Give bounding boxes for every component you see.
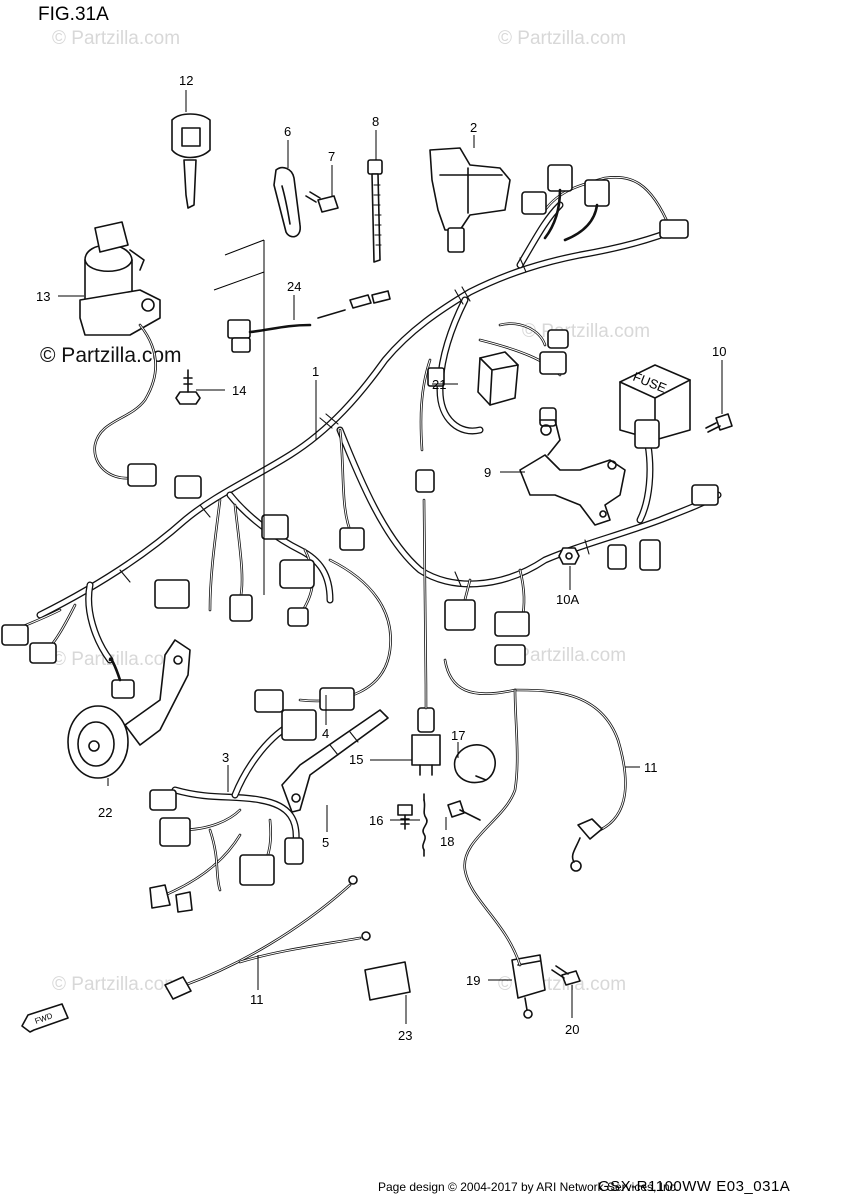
callout-11: 11 xyxy=(644,760,658,775)
connector-bracket xyxy=(281,709,389,813)
fuse-box: FUSE xyxy=(619,364,691,449)
callout-2: 2 xyxy=(470,120,477,135)
callout-22: 21 xyxy=(432,377,446,392)
watermark: © Partzilla.com xyxy=(52,974,180,995)
callout-4: 4 xyxy=(322,726,329,741)
callout-12: 11 xyxy=(250,992,264,1007)
callout-labels: 12 13 14 6 7 8 2 24 1 10 21 9 10A 11 3 4… xyxy=(36,73,726,1043)
callout-13: 12 xyxy=(179,73,193,88)
figure-title: FIG.31A xyxy=(38,4,109,25)
callout-18: 17 xyxy=(451,728,465,743)
callout-1: 1 xyxy=(312,364,319,379)
callout-19: 18 xyxy=(440,834,454,849)
watermark: © Partzilla.com xyxy=(52,649,180,670)
callout-6: 6 xyxy=(284,124,291,139)
sub-harness xyxy=(149,709,317,913)
leader-lines xyxy=(58,90,723,1024)
screw-5 xyxy=(397,804,413,830)
stop-switch xyxy=(411,469,441,776)
callout-9: 9 xyxy=(484,465,491,480)
callout-20: 19 xyxy=(466,973,480,988)
resistor-wire-25 xyxy=(227,290,391,353)
cable-tie xyxy=(367,159,383,263)
wire-set-12 xyxy=(164,875,371,1000)
fuse-box-bracket xyxy=(519,419,626,526)
ignition-switch xyxy=(79,221,161,336)
forward-direction-marker: FWD xyxy=(21,1003,69,1033)
callout-23: 22 xyxy=(98,805,112,820)
ignition-key xyxy=(171,113,211,209)
sensor-20 xyxy=(463,688,546,1019)
callout-15: 14 xyxy=(232,383,246,398)
callout-10a: 10A xyxy=(556,592,579,607)
callout-21: 20 xyxy=(565,1022,579,1037)
callout-10: 10 xyxy=(712,344,726,359)
callout-24: 23 xyxy=(398,1028,412,1043)
relay-block xyxy=(429,147,610,253)
watermark: © Partzilla.com xyxy=(52,28,180,49)
screw-19 xyxy=(447,800,481,821)
lead-wire-11 xyxy=(443,658,627,872)
callout-14: 13 xyxy=(36,289,50,304)
bolt-15 xyxy=(175,369,201,405)
caution-label xyxy=(364,961,411,1001)
relay-22 xyxy=(427,351,519,406)
main-wiring-harness xyxy=(1,176,722,713)
callout-8: 8 xyxy=(372,114,379,129)
switch-cover xyxy=(453,744,496,784)
callout-25: 24 xyxy=(287,279,301,294)
screw-10 xyxy=(705,413,733,433)
bolt-21 xyxy=(551,965,581,986)
bolt-7 xyxy=(305,191,339,213)
clamp xyxy=(273,166,301,238)
callout-3: 3 xyxy=(222,750,229,765)
watermark: © Partzilla.com xyxy=(498,28,626,49)
callout-7: 7 xyxy=(328,149,335,164)
callout-16: 15 xyxy=(349,752,363,767)
spring xyxy=(422,793,428,857)
callout-5: 5 xyxy=(322,835,329,850)
page-credit: Page design © 2004-2017 by ARI Network S… xyxy=(378,1180,680,1194)
horn xyxy=(67,639,191,779)
watermark-prominent: © Partzilla.com xyxy=(40,344,182,367)
nut-10a xyxy=(558,547,580,565)
callout-17: 16 xyxy=(369,813,383,828)
watermark: © Partzilla.com xyxy=(498,645,626,666)
diagram-code: GSX-R1100WW E03_031A xyxy=(598,1178,791,1195)
ignition-switch-lead xyxy=(93,323,157,487)
